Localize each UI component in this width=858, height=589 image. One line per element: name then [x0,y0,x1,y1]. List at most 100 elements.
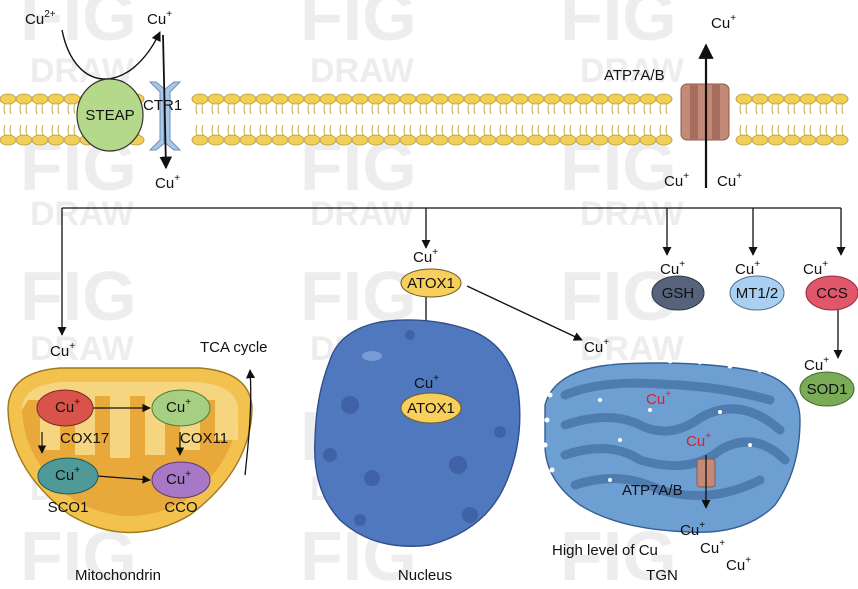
lipid-head [559,134,577,146]
lipid-tail [489,103,492,115]
lipid-tail [419,103,422,115]
lipid-head [271,93,289,105]
lipid-tail [67,103,70,115]
lipid-head [831,93,849,105]
cu-red-tgn-2: Cu+ [686,431,711,450]
watermark-fig: FIG [20,257,137,335]
nucleus [314,319,521,547]
lipid-head [527,134,545,146]
lipid-tail [537,103,540,115]
lipid-head [47,93,65,105]
lipid-head [207,134,225,146]
ccs-protein [805,275,858,311]
lipid-tail [547,124,550,136]
atox1-label: ATOX1 [407,275,455,292]
lipid-tail [595,124,598,136]
lipid-head [303,134,321,146]
sco1-protein [37,457,99,495]
lipid-tail [243,124,246,136]
cu-label-tgn-out-2: Cu+ [700,538,725,557]
cu-label-tgn-out-3: Cu+ [726,555,751,574]
lipid-head [799,93,817,105]
cu-label-tgn-out-1: Cu+ [680,520,705,539]
lipid-tail [569,103,572,115]
ctr1-channel [148,81,182,151]
lipid-tail [323,103,326,115]
lipid-head [447,134,465,146]
lipid-tail [467,103,470,115]
lipid-head [735,134,753,146]
lipid-head [415,93,433,105]
cu-label-atox1: Cu+ [413,247,438,266]
lipid-tail [393,124,396,136]
lipid-tail [41,103,44,115]
lipid-tail [819,103,822,115]
lipid-tail [601,124,604,136]
lipid-tail [259,124,262,136]
lipid-head [495,134,513,146]
lipid-head [63,134,81,146]
cu-label-mt12: Cu+ [735,259,760,278]
lipid-head [479,134,497,146]
lipid-head [639,134,657,146]
lipid-tail [211,103,214,115]
cox17-label: COX17 [60,430,109,447]
lipid-head [831,134,849,146]
cox11-label: COX11 [180,430,228,447]
lipid-tail [777,103,780,115]
lipid-tail [313,124,316,136]
lipid-tail [265,103,268,115]
lipid-tail [515,103,518,115]
lipid-head [415,134,433,146]
lipid-tail [441,124,444,136]
lipid-tail [217,124,220,136]
lipid-head [591,93,609,105]
lipid-head [399,134,417,146]
lipid-head [255,134,273,146]
cu-label-sod1: Cu+ [804,355,829,374]
lipid-tail [377,103,380,115]
lipid-tail [281,124,284,136]
lipid-tail [825,124,828,136]
lipid-tail [345,103,348,115]
atox1-nucleus [400,392,462,424]
lipid-head [255,93,273,105]
lipid-tail [633,124,636,136]
lipid-head [191,93,209,105]
tgn-golgi [542,357,801,533]
ccs-label: CCS [816,285,848,302]
lipid-head [479,93,497,105]
cu-label-export-left: Cu+ [664,171,689,190]
lipid-tail [233,103,236,115]
distribution-arrows [57,207,846,371]
lipid-tail [3,103,6,115]
lipid-tail [649,103,652,115]
sod1-protein [799,371,855,407]
lipid-head [735,93,753,105]
lipid-tail [451,124,454,136]
lipid-head [447,93,465,105]
lipid-tail [755,103,758,115]
lipid-tail [201,124,204,136]
lipid-tail [307,124,310,136]
lipid-head [559,93,577,105]
lipid-tail [579,124,582,136]
lipid-head [799,134,817,146]
lipid-tail [377,124,380,136]
atp7ab-membrane-label: ATP7A/B [604,67,665,84]
lipid-tail [499,103,502,115]
lipid-tail [275,124,278,136]
cox11-protein [151,389,211,427]
lipid-head [575,134,593,146]
lipid-head [751,134,769,146]
lipid-tail [419,124,422,136]
cu-label-ccs: Cu+ [803,259,828,278]
lipid-tail [249,124,252,136]
lipid-tail [537,124,540,136]
cco-protein [151,461,211,499]
lipid-tail [9,103,12,115]
lipid-head [335,134,353,146]
lipid-head [607,134,625,146]
lipid-tail [307,103,310,115]
lipid-tail [441,103,444,115]
